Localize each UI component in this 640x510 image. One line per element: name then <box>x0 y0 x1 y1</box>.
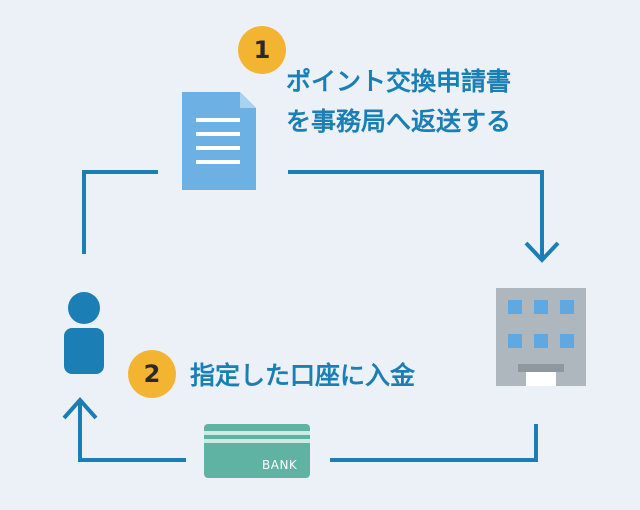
connector-person-to-document <box>82 170 158 254</box>
document-icon <box>182 92 256 190</box>
bank-card-icon <box>204 424 310 478</box>
person-icon <box>64 292 104 374</box>
step-1-label-line1: ポイント交換申請書 <box>286 67 512 96</box>
step-2-label: 指定した口座に入金 <box>190 361 416 390</box>
arrow-up-icon <box>62 396 98 420</box>
connector-document-to-building <box>288 170 544 258</box>
step-2-badge: 2 <box>128 350 176 398</box>
arrow-down-icon <box>524 241 560 263</box>
connector-building-to-card <box>330 424 538 462</box>
connector-card-to-person <box>78 400 186 462</box>
step-1-label-line2: を事務局へ返送する <box>286 107 512 136</box>
step-1-label: ポイント交換申請書 を事務局へ返送する <box>286 62 511 142</box>
step-1-badge: 1 <box>238 26 286 74</box>
bank-card-text: BANK <box>262 458 298 472</box>
office-building-icon <box>496 288 586 386</box>
flow-connectors <box>62 170 560 462</box>
